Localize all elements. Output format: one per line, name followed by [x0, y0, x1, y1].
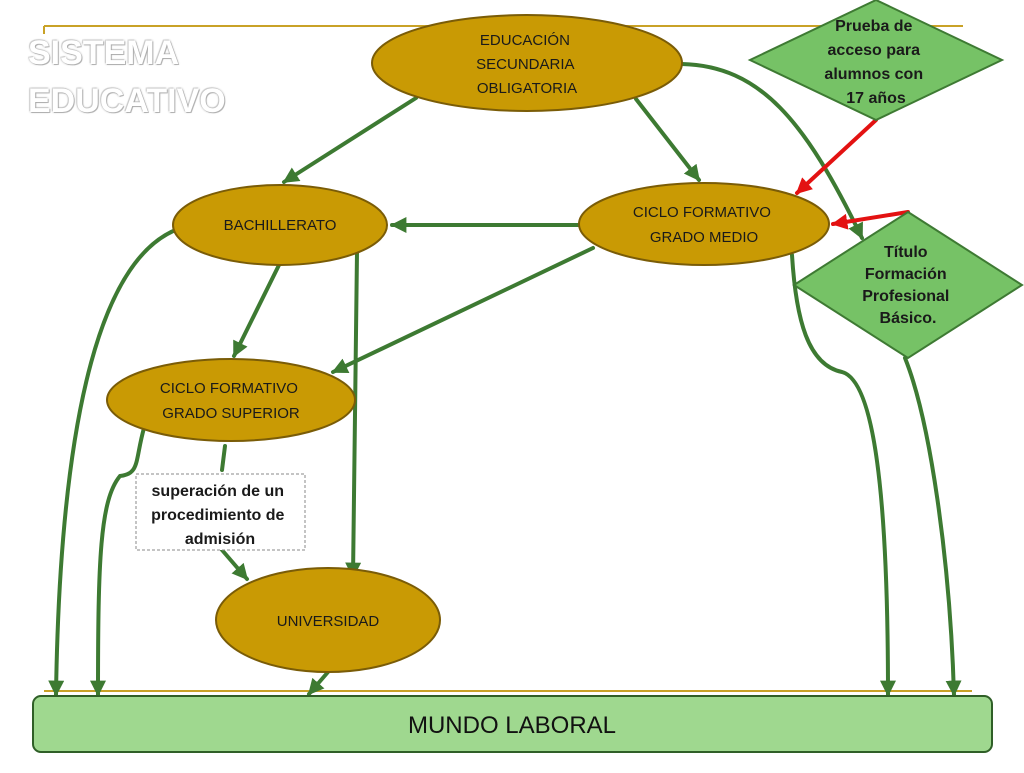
node-titulo-fp-shape [792, 210, 1024, 360]
node-prueba-acceso: Prueba de acceso para alumnos con 17 año… [747, 0, 1005, 122]
admision-box: superación de un procedimiento de admisi… [135, 473, 306, 551]
node-cf-superior-shape [106, 358, 356, 442]
arrow-admision-to-universidad [220, 548, 249, 581]
node-titulo-fp-line-2: Formación [865, 266, 947, 283]
node-cf-medio-shape [578, 182, 830, 266]
node-universidad-shape [215, 567, 441, 673]
admision-box-label: superación de un procedimiento de admisi… [151, 483, 289, 548]
admision-line-3: admisión [185, 531, 255, 548]
node-prueba-acceso-label: Prueba de acceso para alumnos con 17 año… [824, 18, 927, 107]
arrow-bachillerato-to-mundo-laboral [48, 223, 195, 697]
node-eso-line-2: SECUNDARIA [476, 56, 574, 73]
arrow-prueba-to-cf-medio [795, 118, 878, 195]
node-bachillerato-line-1: BACHILLERATO [224, 217, 337, 234]
admision-line-1: superación de un [152, 483, 284, 500]
connector-cf-superior-to-admision [220, 444, 227, 472]
node-bachillerato-shape [172, 184, 388, 266]
node-prueba-line-2: acceso para [828, 42, 921, 59]
node-titulo-fp-line-3: Profesional [862, 288, 949, 305]
node-prueba-acceso-shape [747, 0, 1005, 122]
arrow-bachillerato-to-cf-superior [232, 263, 281, 358]
node-eso-line-3: OBLIGATORIA [477, 80, 577, 97]
slide-title-line-2: EDUCATIVO [28, 82, 226, 120]
node-cf-superior-line-1: CICLO FORMATIVO [160, 380, 298, 397]
node-cf-medio-line-2: GRADO MEDIO [650, 229, 758, 246]
node-cf-medio: CICLO FORMATIVO GRADO MEDIO [578, 182, 830, 266]
node-universidad: UNIVERSIDAD [215, 567, 441, 673]
node-universidad-line-1: UNIVERSIDAD [277, 613, 380, 630]
node-bachillerato: BACHILLERATO [172, 184, 388, 266]
node-bachillerato-label: BACHILLERATO [224, 217, 337, 234]
node-cf-superior: CICLO FORMATIVO GRADO SUPERIOR [106, 358, 356, 442]
node-prueba-line-4: 17 años [846, 90, 906, 107]
arrow-titulo-fp-to-mundo-laboral [903, 356, 962, 697]
node-eso: EDUCACIÓN SECUNDARIA OBLIGATORIA [371, 14, 683, 112]
node-titulo-fp: Título Formación Profesional Básico. [792, 210, 1024, 360]
arrow-eso-to-cf-medio [634, 97, 701, 182]
node-eso-shape [371, 14, 683, 112]
node-cf-superior-line-2: GRADO SUPERIOR [162, 405, 300, 422]
node-prueba-line-3: alumnos con [824, 66, 923, 83]
arrow-cf-superior-to-mundo-laboral [90, 426, 146, 697]
arrow-titulo-fp-to-cf-medio [831, 210, 910, 230]
node-titulo-fp-line-1: Título [884, 244, 928, 261]
mundo-laboral-bar [32, 695, 993, 753]
node-prueba-line-1: Prueba de [835, 18, 912, 35]
node-eso-label: EDUCACIÓN SECUNDARIA OBLIGATORIA [476, 32, 578, 97]
node-titulo-fp-label: Título Formación Profesional Básico. [862, 244, 954, 327]
node-cf-medio-label: CICLO FORMATIVO GRADO MEDIO [633, 204, 775, 246]
node-cf-medio-line-1: CICLO FORMATIVO [633, 204, 771, 221]
node-mundo-laboral: MUNDO LABORAL [32, 695, 993, 753]
node-cf-superior-label: CICLO FORMATIVO GRADO SUPERIOR [160, 380, 302, 422]
node-eso-line-1: EDUCACIÓN [480, 32, 570, 49]
slide-title-line-1: SISTEMA [28, 34, 180, 72]
arrow-eso-to-titulo-fp [680, 62, 864, 240]
arrow-eso-to-bachillerato [282, 96, 418, 184]
mundo-laboral-label: MUNDO LABORAL [408, 712, 616, 739]
node-titulo-fp-line-4: Básico. [880, 310, 937, 327]
admision-box-frame [135, 473, 306, 551]
admision-line-2: procedimiento de [151, 507, 284, 524]
node-universidad-label: UNIVERSIDAD [277, 613, 380, 630]
arrow-cf-medio-to-mundo-laboral [790, 253, 896, 697]
arrow-cf-medio-to-cf-superior [331, 246, 595, 374]
arrow-universidad-to-mundo-laboral [307, 670, 330, 696]
arrow-bachillerato-to-universidad [345, 250, 362, 579]
